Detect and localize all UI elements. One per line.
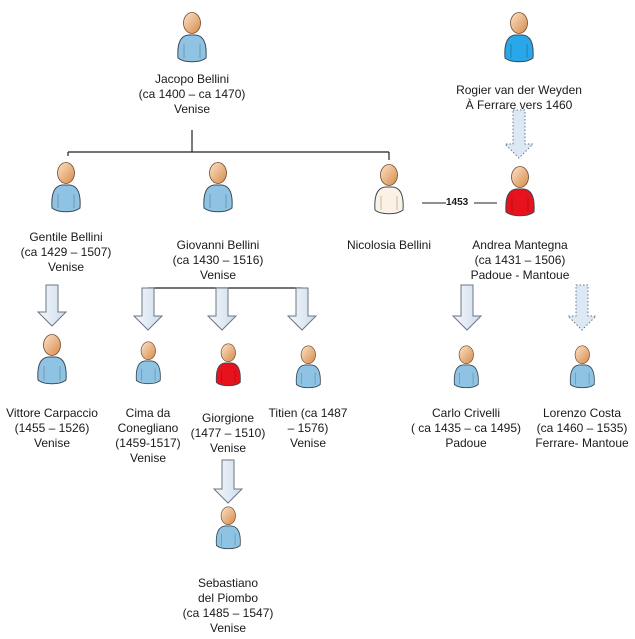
label-line: Padoue bbox=[445, 436, 487, 450]
label-line: del Piombo bbox=[197, 591, 259, 605]
person-label: Giovanni Bellini(ca 1430 – 1516)Venise bbox=[138, 238, 298, 283]
label-line: Nicolosia Bellini bbox=[346, 238, 432, 252]
label-line: Venise bbox=[47, 260, 85, 274]
person-icon bbox=[200, 158, 236, 214]
person-label: Titien (ca 1487– 1576)Venise bbox=[228, 406, 388, 451]
arrow-gentile-vittore-icon bbox=[36, 284, 68, 327]
person-icon bbox=[34, 330, 70, 386]
label-line: Lorenzo Costa bbox=[542, 406, 622, 420]
label-line: Giovanni Bellini bbox=[176, 238, 260, 252]
label-line: (1455 – 1526) bbox=[14, 421, 90, 435]
label-line: Venise bbox=[173, 102, 211, 116]
label-line: Conegliano bbox=[117, 421, 179, 435]
label-line: À Ferrare vers 1460 bbox=[465, 98, 573, 112]
label-line: (ca 1485 – 1547) bbox=[182, 606, 274, 620]
person-label: Giorgione(1477 – 1510)Venise bbox=[148, 411, 308, 456]
label-line: Padoue - Mantoue bbox=[470, 268, 570, 282]
person-icon bbox=[133, 338, 164, 386]
label-line: ( ca 1435 – ca 1495) bbox=[410, 421, 522, 435]
person-icon bbox=[501, 8, 537, 64]
person-label: Andrea Mantegna(ca 1431 – 1506)Padoue - … bbox=[440, 238, 600, 283]
arrow-giovanni-giorgione-icon bbox=[206, 287, 238, 331]
label-line: Venise bbox=[129, 451, 167, 465]
arrow-giovanni-titien-icon bbox=[286, 287, 318, 331]
label-line: (1477 – 1510) bbox=[190, 426, 266, 440]
label-line: Ferrare- Mantoue bbox=[535, 436, 629, 450]
label-line: Vittore Carpaccio bbox=[6, 406, 98, 420]
person-icon bbox=[371, 160, 407, 216]
label-line: Venise bbox=[209, 621, 247, 635]
label-line: (ca 1460 – 1535) bbox=[536, 421, 628, 435]
person-icon bbox=[451, 342, 482, 390]
arrow-andrea-lorenzo-icon bbox=[566, 284, 598, 331]
person-label: Vittore Carpaccio(1455 – 1526)Venise bbox=[0, 406, 132, 451]
person-label: Nicolosia Bellini bbox=[309, 238, 469, 253]
person-label: Carlo Crivelli( ca 1435 – ca 1495)Padoue bbox=[386, 406, 546, 451]
label-line: Carlo Crivelli bbox=[431, 406, 500, 420]
person-icon bbox=[174, 8, 210, 64]
arrow-andrea-carlo-icon bbox=[451, 284, 483, 331]
label-line: Andrea Mantegna bbox=[472, 238, 568, 252]
person-label: Lorenzo Costa(ca 1460 – 1535)Ferrare- Ma… bbox=[502, 406, 635, 451]
person-icon bbox=[502, 162, 538, 218]
person-icon bbox=[213, 340, 244, 388]
person-icon bbox=[293, 342, 324, 390]
label-line: Venise bbox=[289, 436, 327, 450]
label-line: (ca 1400 – ca 1470) bbox=[138, 87, 246, 101]
marriage-year-label: 1453 bbox=[446, 197, 469, 208]
arrow-giovanni-cima-icon bbox=[132, 287, 164, 331]
label-line: Cima da bbox=[125, 406, 171, 420]
person-label: Jacopo Bellini(ca 1400 – ca 1470)Venise bbox=[112, 72, 272, 117]
label-line: (ca 1431 – 1506) bbox=[474, 253, 566, 267]
label-line: Venise bbox=[199, 268, 237, 282]
label-line: – 1576) bbox=[287, 421, 329, 435]
label-line: (1459-1517) bbox=[115, 436, 181, 450]
label-line: Gentile Bellini bbox=[29, 230, 103, 244]
label-line: Titien (ca 1487 bbox=[268, 406, 348, 420]
person-icon bbox=[213, 503, 244, 551]
label-line: (ca 1430 – 1516) bbox=[172, 253, 264, 267]
label-line: (ca 1429 – 1507) bbox=[20, 245, 112, 259]
person-label: Gentile Bellini(ca 1429 – 1507)Venise bbox=[0, 230, 146, 275]
person-icon bbox=[48, 158, 84, 214]
family-connector bbox=[67, 130, 390, 160]
label-line: Venise bbox=[209, 441, 247, 455]
arrow-giorgione-sebastiano-icon bbox=[212, 459, 244, 504]
label-line: Giorgione bbox=[201, 411, 255, 425]
label-line: Rogier van der Weyden bbox=[456, 83, 582, 97]
person-icon bbox=[567, 342, 598, 390]
label-line: Jacopo Bellini bbox=[154, 72, 230, 86]
label-line: Venise bbox=[33, 436, 71, 450]
label-line: Sebastiano bbox=[197, 576, 259, 590]
arrow-rogier-andrea-icon bbox=[503, 109, 535, 159]
